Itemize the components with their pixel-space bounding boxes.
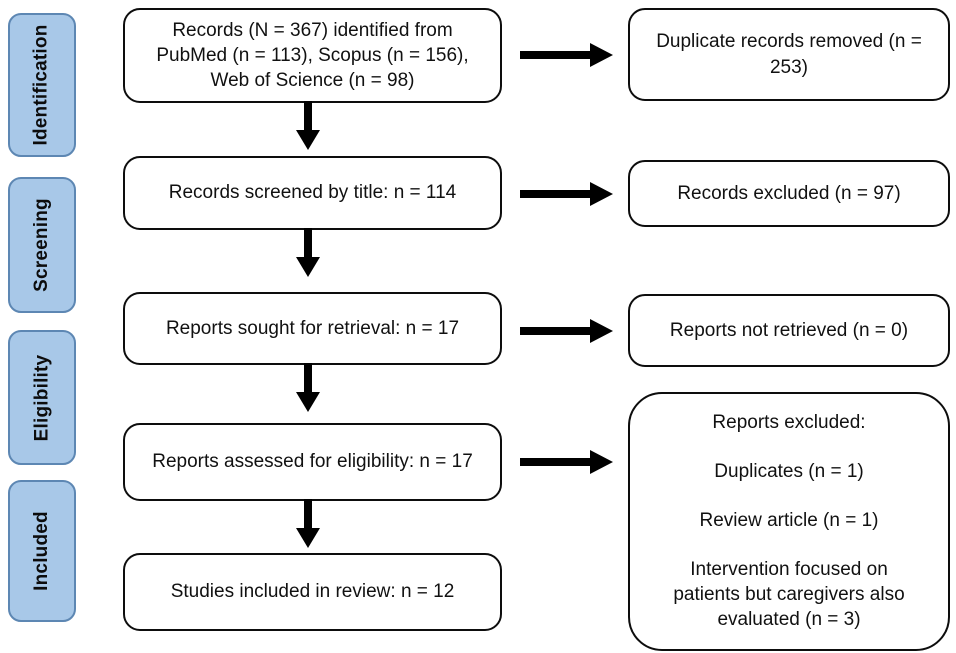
flow-box-studies-included: Studies included in review: n = 12 [123, 553, 502, 631]
flow-box-records-identified: Records (N = 367) identified from PubMed… [123, 8, 502, 103]
flow-box-records-screened: Records screened by title: n = 114 [123, 156, 502, 230]
side-box-records-excluded-text: Records excluded (n = 97) [677, 182, 901, 204]
side-box-reports-excluded-title: Reports excluded: [712, 412, 866, 433]
side-box-duplicates-removed: Duplicate records removed (n = 253) [628, 8, 950, 101]
stage-label-included: Included [31, 511, 52, 591]
arrow-down-icon [296, 101, 320, 150]
flow-box-reports-assessed-text: Reports assessed for eligibility: n = 17 [152, 451, 473, 473]
arrow-down-icon [296, 363, 320, 412]
side-box-reports-not-retrieved-text: Reports not retrieved (n = 0) [669, 319, 909, 341]
flow-box-records-identified-text: Records (N = 367) identified from PubMed… [156, 19, 469, 92]
arrow-down-icon [296, 228, 320, 277]
side-box-duplicates-removed-text: Duplicate records removed (n = 253) [656, 31, 922, 78]
side-box-reports-excluded-item: Intervention focused on patients but car… [673, 559, 905, 631]
flow-box-reports-assessed: Reports assessed for eligibility: n = 17 [123, 423, 502, 501]
stage-box-eligibility: Eligibility [8, 330, 76, 465]
arrow-right-icon [520, 319, 613, 343]
arrow-right-icon [520, 450, 613, 474]
side-box-reports-excluded-item: Review article (n = 1) [699, 510, 879, 532]
side-box-reports-excluded-item: Duplicates (n = 1) [714, 461, 864, 483]
side-box-reports-not-retrieved: Reports not retrieved (n = 0) [628, 294, 950, 367]
flow-box-studies-included-text: Studies included in review: n = 12 [170, 581, 455, 603]
arrow-right-icon [520, 43, 613, 67]
stage-box-included: Included [8, 480, 76, 622]
stage-box-identification: Identification [8, 13, 76, 157]
stage-label-screening: Screening [31, 198, 53, 292]
flow-box-records-screened-text: Records screened by title: n = 114 [168, 182, 457, 204]
flow-box-reports-sought: Reports sought for retrieval: n = 17 [123, 292, 502, 365]
stage-label-eligibility: Eligibility [31, 354, 52, 441]
stage-label-identification: Identification [31, 24, 52, 146]
side-box-records-excluded: Records excluded (n = 97) [628, 160, 950, 227]
stage-box-screening: Screening [8, 177, 76, 313]
arrow-down-icon [296, 499, 320, 548]
flow-box-reports-sought-text: Reports sought for retrieval: n = 17 [165, 317, 460, 339]
arrow-right-icon [520, 182, 613, 206]
side-box-reports-excluded: Reports excluded: Duplicates (n = 1) Rev… [628, 392, 950, 651]
